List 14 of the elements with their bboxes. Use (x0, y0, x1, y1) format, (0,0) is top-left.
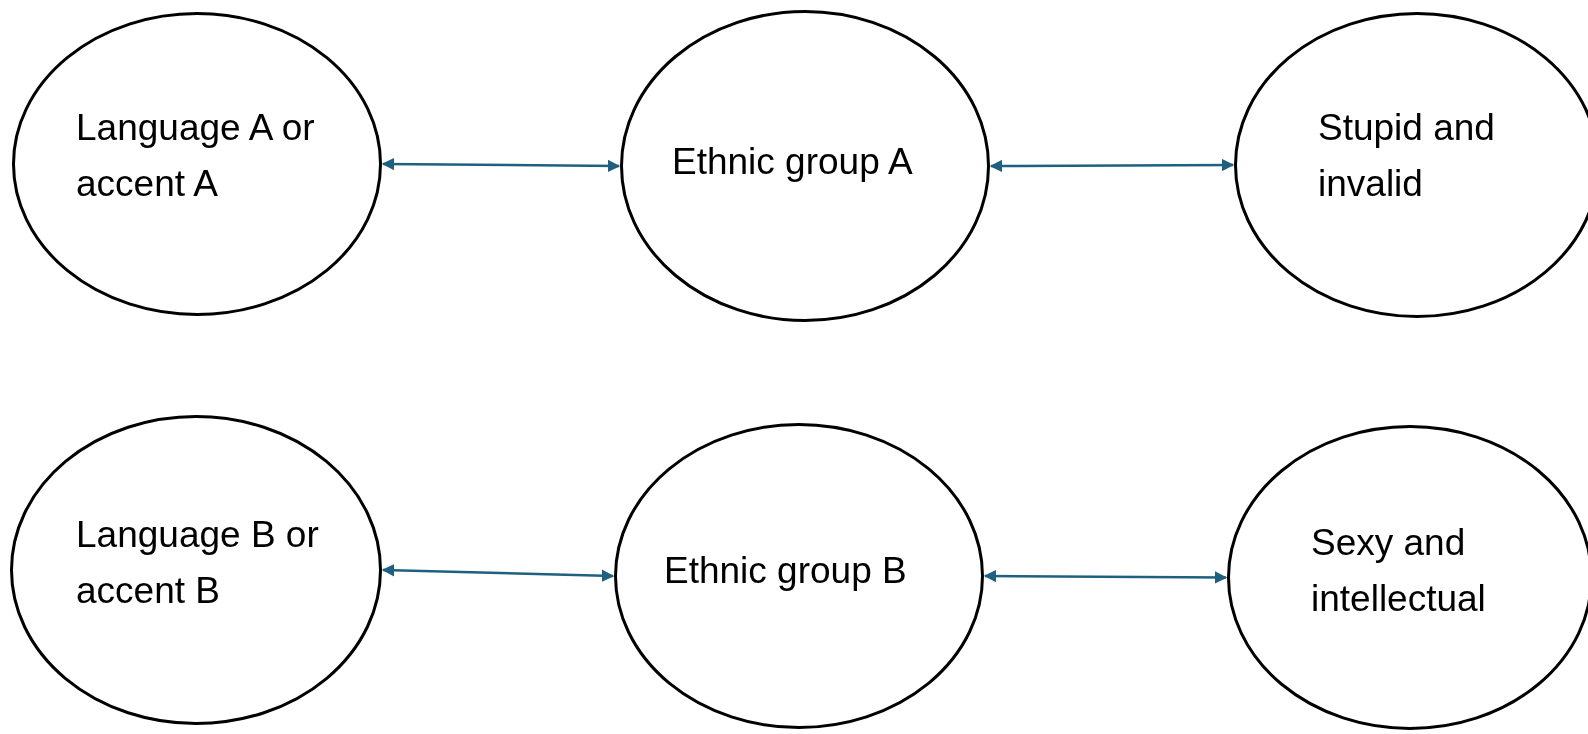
double-arrow (983, 569, 1228, 584)
double-arrow (381, 564, 615, 582)
node-text: Language A or accent A (76, 106, 316, 206)
ellipse-node (12, 12, 382, 316)
ellipse-node (620, 10, 990, 322)
ellipse-node (614, 423, 984, 729)
double-arrow (381, 157, 621, 173)
node-text: Language B or accent B (76, 513, 320, 613)
node-text: Sexy and intellectual (1311, 521, 1487, 621)
ellipse-node (10, 415, 382, 725)
node-text: Ethnic group A (672, 140, 914, 184)
node-text: Stupid and invalid (1318, 106, 1496, 206)
node-text: Ethnic group B (664, 549, 908, 593)
double-arrow (989, 158, 1235, 173)
